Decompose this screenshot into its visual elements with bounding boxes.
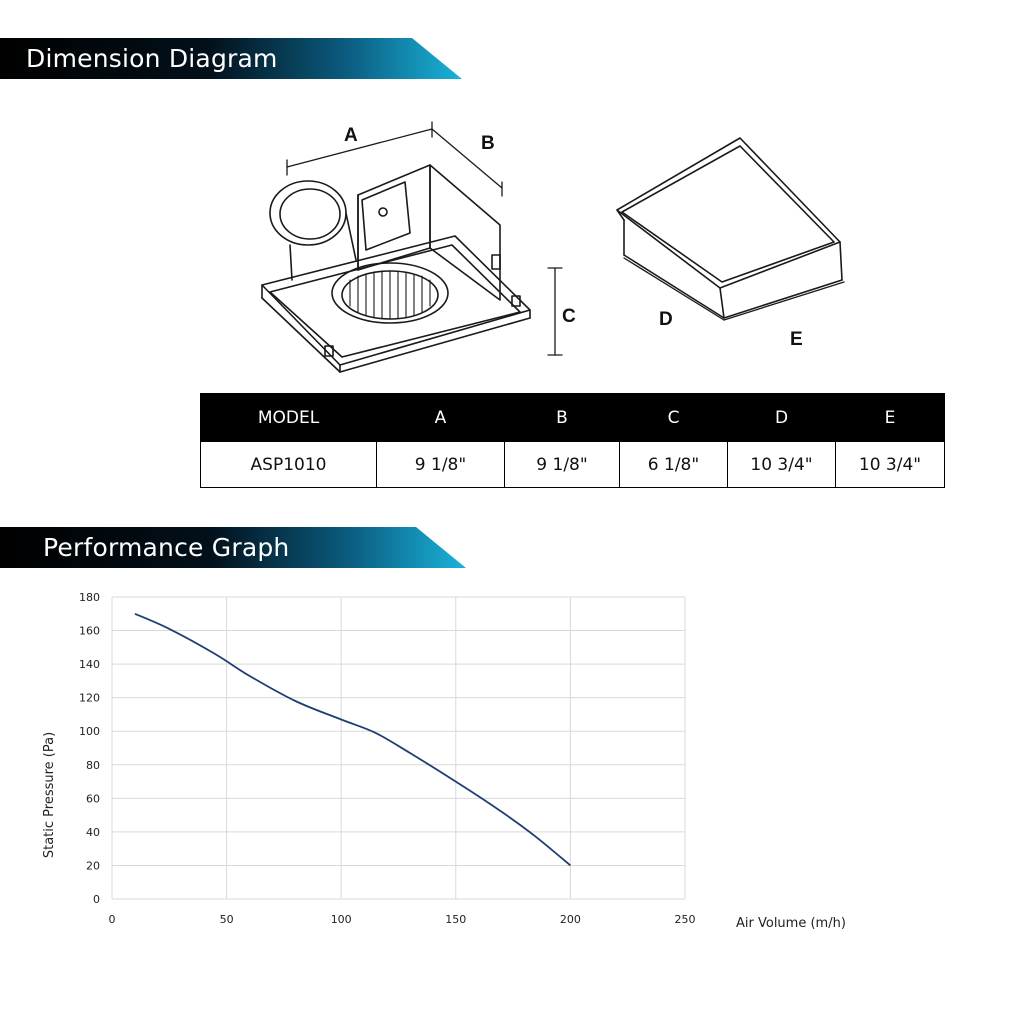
y-tick-label: 60 <box>86 792 100 805</box>
header-b: B <box>504 393 620 442</box>
cell-e: 10 3/4" <box>835 441 945 488</box>
x-tick-label: 50 <box>220 913 234 926</box>
y-axis-title: Static Pressure (Pa) <box>42 732 57 858</box>
chart-grid <box>111 596 686 900</box>
fan-housing-drawing <box>261 164 531 373</box>
cell-b: 9 1/8" <box>504 441 620 488</box>
y-axis-ticks: 0 20 40 60 80 100 120 140 160 180 <box>79 591 100 906</box>
pressure-curve <box>134 612 571 867</box>
y-tick-label: 40 <box>86 826 100 839</box>
y-tick-label: 140 <box>79 658 100 671</box>
x-tick-label: 100 <box>331 913 352 926</box>
table-row: ASP1010 9 1/8" 9 1/8" 6 1/8" 10 3/4" 10 … <box>200 441 945 488</box>
y-tick-label: 100 <box>79 725 100 738</box>
dimensions-table: MODEL A B C D E ASP1010 9 1/8" 9 1/8" 6 … <box>200 393 945 488</box>
y-tick-label: 80 <box>86 759 100 772</box>
performance-graph-title: Performance Graph <box>43 533 290 562</box>
label-b: B <box>481 133 495 154</box>
dimension-diagram-title: Dimension Diagram <box>26 44 278 73</box>
header-model: MODEL <box>200 393 377 442</box>
x-axis-ticks: 0 50 100 150 200 250 <box>109 913 696 926</box>
header-d: D <box>727 393 836 442</box>
y-tick-label: 160 <box>79 625 100 638</box>
label-e: E <box>790 329 803 350</box>
banner-background <box>0 527 466 568</box>
y-tick-label: 180 <box>79 591 100 604</box>
cell-d: 10 3/4" <box>727 441 836 488</box>
x-tick-label: 200 <box>560 913 581 926</box>
cell-a: 9 1/8" <box>376 441 505 488</box>
x-tick-label: 0 <box>109 913 116 926</box>
x-tick-label: 250 <box>675 913 696 926</box>
performance-graph-banner: Performance Graph <box>0 527 466 568</box>
grille-drawing <box>616 137 843 319</box>
cell-model: ASP1010 <box>200 441 377 488</box>
dimension-drawing: A B C D E <box>261 121 845 373</box>
grille-dimension-lines <box>623 257 845 321</box>
dimension-lines <box>286 121 563 356</box>
dimension-diagram-banner: Dimension Diagram <box>0 38 462 79</box>
table-header-row: MODEL A B C D E <box>200 393 945 442</box>
x-tick-label: 150 <box>445 913 466 926</box>
x-axis-title: Air Volume (m/h) <box>736 916 846 931</box>
header-a: A <box>376 393 505 442</box>
header-c: C <box>619 393 728 442</box>
y-tick-label: 20 <box>86 859 100 872</box>
cell-c: 6 1/8" <box>619 441 728 488</box>
header-e: E <box>835 393 945 442</box>
label-a: A <box>344 125 358 146</box>
label-c: C <box>562 306 576 327</box>
performance-chart: 0 50 100 150 200 250 0 20 40 60 80 100 120 140 160 180… <box>42 591 846 931</box>
y-tick-label: 0 <box>93 893 100 906</box>
banner-background <box>0 38 462 79</box>
y-tick-label: 120 <box>79 692 100 705</box>
label-d: D <box>659 309 673 330</box>
